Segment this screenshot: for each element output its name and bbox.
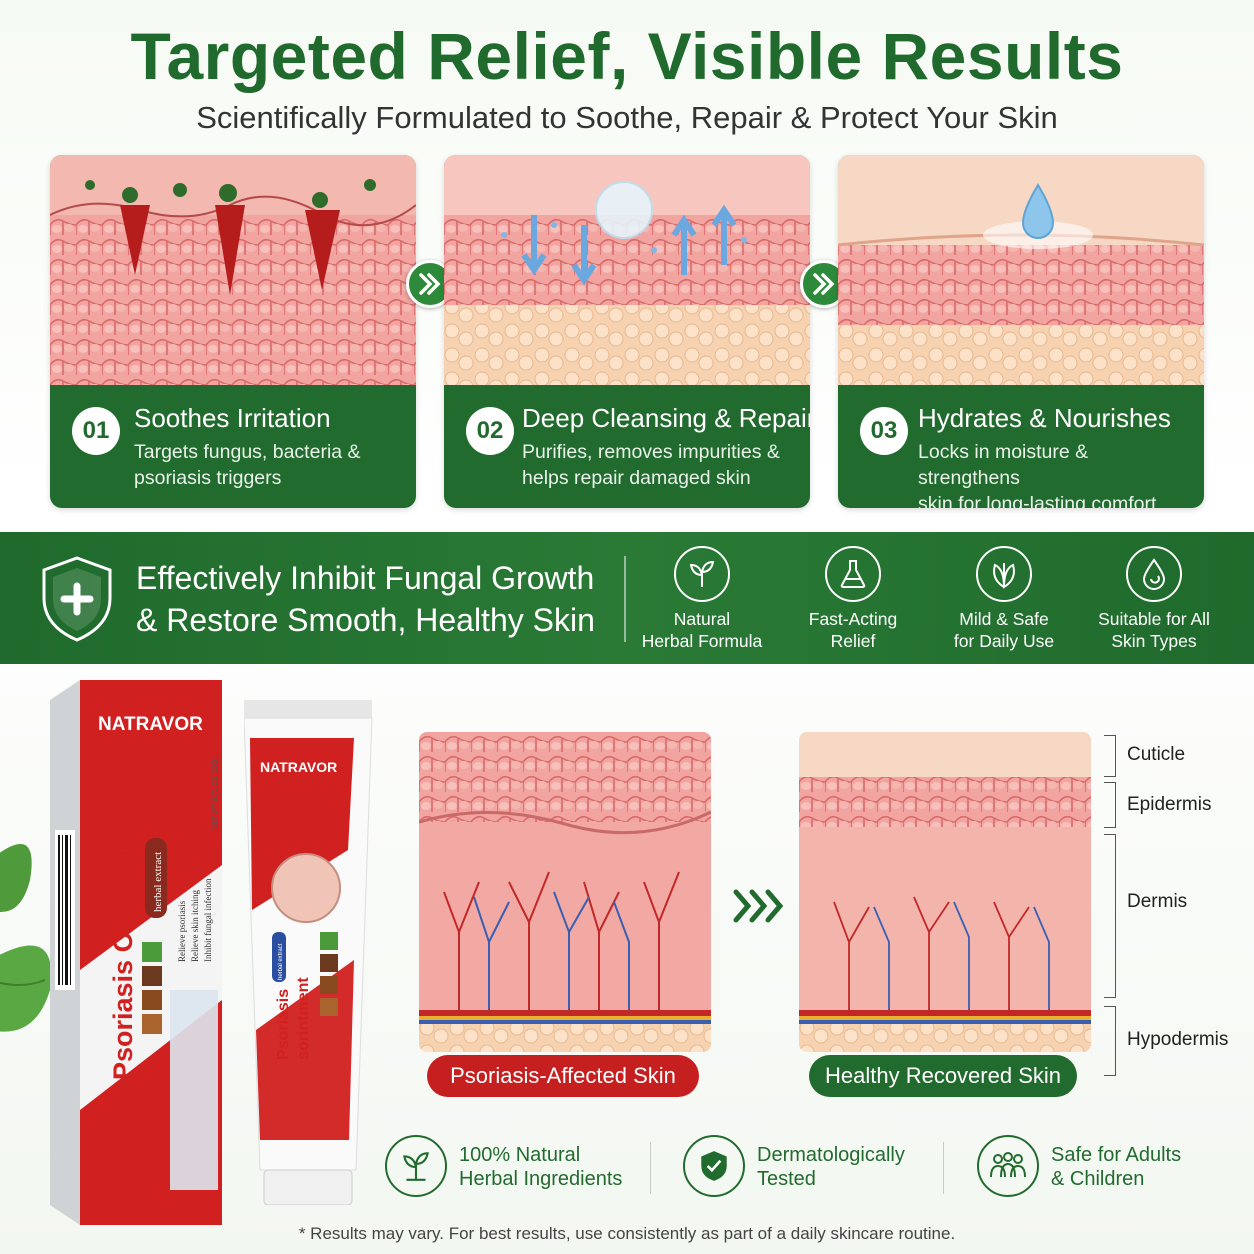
step-number: 03 bbox=[860, 407, 908, 455]
step-card-2: 02 Deep Cleansing & Repair Purifies, rem… bbox=[444, 155, 810, 508]
layer-bracket bbox=[1104, 1006, 1116, 1076]
sprout-icon bbox=[385, 1135, 447, 1197]
skin-cleansing-illustration bbox=[444, 155, 810, 385]
step-number: 01 bbox=[72, 407, 120, 455]
page-title: Targeted Relief, Visible Results bbox=[130, 19, 1124, 93]
step-description: Purifies, removes impurities &helps repa… bbox=[522, 441, 780, 489]
step-title: Deep Cleansing & Repair bbox=[522, 403, 810, 433]
layer-bracket bbox=[1104, 834, 1116, 998]
product-box: NATRAVOR Psoriasis Ointment herbal extra… bbox=[50, 680, 222, 1225]
leaf-decoration bbox=[0, 844, 52, 1032]
layer-bracket bbox=[1104, 782, 1116, 828]
skin-irritation-illustration bbox=[50, 155, 416, 385]
step-title: Soothes Irritation bbox=[134, 403, 331, 433]
before-label: Psoriasis-Affected Skin bbox=[427, 1055, 699, 1097]
svg-text:Relieve skin itching: Relieve skin itching bbox=[190, 890, 200, 962]
tube-brand: NATRAVOR bbox=[260, 759, 337, 775]
layer-label-hypodermis: Hypodermis bbox=[1127, 1029, 1229, 1050]
tube-name-1: Psoriasis bbox=[275, 989, 292, 1060]
herbal-tag: herbal extract bbox=[152, 852, 164, 912]
healthy-skin-illustration bbox=[799, 732, 1091, 1052]
banner-line-1: Effectively Inhibit Fungal Growth bbox=[136, 560, 595, 596]
drop-icon bbox=[1126, 546, 1182, 602]
svg-text:NET WT 0.71 OZ (20G): NET WT 0.71 OZ (20G) bbox=[212, 756, 219, 830]
family-icon bbox=[977, 1135, 1039, 1197]
leaf-icon bbox=[976, 546, 1032, 602]
page-subtitle: Scientifically Formulated to Soothe, Rep… bbox=[196, 100, 1058, 135]
step-card-3: 03 Hydrates & Nourishes Locks in moistur… bbox=[838, 155, 1204, 508]
psoriasis-skin-illustration bbox=[419, 732, 711, 1052]
skin-hydration-illustration bbox=[838, 155, 1204, 385]
banner-line-2: & Restore Smooth, Healthy Skin bbox=[136, 602, 595, 638]
sprout-icon bbox=[674, 546, 730, 602]
layer-label-epidermis: Epidermis bbox=[1127, 794, 1212, 815]
tube-name-2: sorintment bbox=[295, 977, 312, 1060]
svg-text:Inhibit fungal infection: Inhibit fungal infection bbox=[203, 878, 213, 962]
product-name: Psoriasis Ointment bbox=[108, 834, 138, 1080]
brand-name: NATRAVOR bbox=[98, 714, 203, 735]
svg-text:Relieve psoriasis: Relieve psoriasis bbox=[177, 900, 187, 962]
chevrons-right-icon bbox=[733, 889, 784, 923]
layer-label-dermis: Dermis bbox=[1127, 891, 1188, 912]
layer-label-cuticle: Cuticle bbox=[1127, 744, 1186, 765]
badge-divider bbox=[943, 1142, 944, 1194]
badge-divider bbox=[650, 1142, 651, 1194]
step-card-1: 01 Soothes Irritation Targets fungus, ba… bbox=[50, 155, 416, 508]
after-label: Healthy Recovered Skin bbox=[809, 1055, 1077, 1097]
layer-bracket bbox=[1104, 735, 1116, 777]
disclaimer: * Results may vary. For best results, us… bbox=[298, 1224, 956, 1243]
step-number: 02 bbox=[466, 407, 514, 455]
step-title: Hydrates & Nourishes bbox=[918, 403, 1171, 433]
svg-text:herbal extract: herbal extract bbox=[278, 943, 284, 980]
step-description: Targets fungus, bacteria &psoriasis trig… bbox=[134, 441, 361, 489]
product-tube: NATRAVOR Psoriasis sorintment herbal ext… bbox=[244, 700, 373, 1205]
banner-divider bbox=[624, 556, 626, 642]
benefits-banner: Effectively Inhibit Fungal Growth & Rest… bbox=[0, 532, 1254, 664]
flask-icon bbox=[825, 546, 881, 602]
shield-check-icon bbox=[683, 1135, 745, 1197]
shield-plus-icon bbox=[42, 556, 112, 642]
